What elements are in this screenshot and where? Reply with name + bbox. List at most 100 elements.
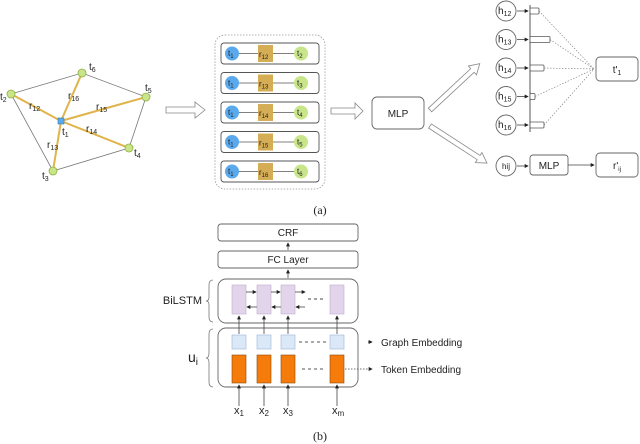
attention-weight-bar bbox=[529, 93, 536, 100]
graph-embedding-label: Graph Embedding bbox=[381, 338, 462, 349]
relation-label: r16 bbox=[259, 168, 269, 179]
hidden-state-label: h13 bbox=[498, 35, 511, 47]
hij-label: hij bbox=[502, 162, 510, 171]
hidden-state-node bbox=[495, 57, 517, 79]
token-embedding-cell bbox=[256, 354, 272, 384]
bilstm-cells bbox=[231, 284, 345, 315]
bilstm-cell bbox=[256, 284, 272, 315]
relation-edges bbox=[10, 72, 147, 172]
tail-entity-label: t3 bbox=[297, 79, 303, 90]
graph-embedding-cell bbox=[256, 334, 272, 350]
bilstm-cell bbox=[231, 284, 247, 315]
label-r12: r12 bbox=[29, 101, 40, 113]
relation-label: r15 bbox=[259, 139, 269, 150]
tail-entity-node bbox=[294, 76, 308, 90]
head-entity-node bbox=[225, 105, 239, 120]
bilstm-label: BiLSTM bbox=[163, 295, 202, 307]
output-rel-label: r'ij bbox=[613, 161, 621, 173]
embedding-cells bbox=[231, 315, 345, 384]
edge-r16 bbox=[60, 72, 83, 122]
hidden-state-node bbox=[495, 86, 517, 107]
graph-embedding-cell bbox=[280, 334, 296, 350]
fc-layer-label: FC Layer bbox=[267, 255, 309, 266]
label-r16: r16 bbox=[68, 91, 79, 103]
relation-label: r13 bbox=[259, 80, 269, 91]
tail-entity-node bbox=[294, 105, 308, 120]
head-entity-node bbox=[225, 135, 239, 149]
token-embedding-cell bbox=[280, 354, 296, 384]
head-entity-node bbox=[225, 76, 239, 90]
node-t4 bbox=[124, 143, 134, 153]
hij-node bbox=[495, 155, 517, 177]
caption-b: (b) bbox=[313, 429, 327, 443]
node-t5 bbox=[141, 92, 151, 102]
hidden-state-node bbox=[495, 114, 517, 136]
hidden-state-label: h15 bbox=[498, 92, 511, 104]
hidden-state-row: h15 bbox=[495, 68, 595, 107]
head-entity-label: t1 bbox=[228, 49, 234, 60]
label-r15: r15 bbox=[96, 102, 107, 114]
token-embedding-label: Token Embedding bbox=[381, 365, 461, 376]
tail-entity-node bbox=[294, 164, 308, 179]
label-t2: t2 bbox=[0, 92, 7, 104]
label-t1: t1 bbox=[62, 127, 69, 139]
relation-box bbox=[258, 104, 273, 121]
label-t6: t6 bbox=[89, 62, 96, 74]
relation-box bbox=[258, 163, 273, 180]
token-embedding-cell bbox=[329, 354, 345, 384]
mlp2-label: MLP bbox=[539, 161, 560, 172]
tail-entity-label: t5 bbox=[297, 138, 303, 149]
input-token-label: x2 bbox=[259, 405, 270, 418]
bilstm-brace bbox=[205, 279, 214, 323]
label-t5: t5 bbox=[145, 83, 152, 95]
graph-embedding-cell bbox=[329, 334, 345, 350]
attention-weight-bar bbox=[529, 36, 551, 43]
label-r14: r14 bbox=[86, 124, 97, 136]
bilstm-cell bbox=[329, 284, 345, 315]
tail-entity-label: t4 bbox=[297, 108, 303, 119]
tail-entity-label: t6 bbox=[297, 167, 303, 178]
head-entity-label: t1 bbox=[228, 108, 234, 119]
hidden-state-row: h16 bbox=[495, 68, 595, 136]
attention-weight-bar bbox=[529, 121, 545, 129]
input-token-label: xm bbox=[332, 405, 345, 418]
fc-layer-box bbox=[217, 250, 359, 269]
caption-a: (a) bbox=[313, 203, 326, 217]
hidden-state-label: h16 bbox=[498, 120, 511, 132]
hidden-state-row: h14 bbox=[495, 57, 595, 79]
head-entity-label: t1 bbox=[228, 138, 234, 149]
hidden-state-node bbox=[495, 29, 517, 50]
triple-row: t1 r16 t6 bbox=[220, 160, 320, 183]
ui-label: ui bbox=[188, 349, 198, 368]
ui-brace bbox=[205, 328, 214, 388]
bilstm-cell bbox=[280, 284, 296, 315]
tail-entity-label: t2 bbox=[297, 49, 303, 60]
hidden-state-row: h12 bbox=[495, 0, 595, 70]
attention-weight-bar bbox=[529, 7, 540, 15]
edge-r15 bbox=[60, 96, 147, 122]
attention-link bbox=[543, 67, 595, 70]
head-entity-label: t1 bbox=[228, 79, 234, 90]
crf-label: CRF bbox=[278, 228, 299, 239]
label-t3: t3 bbox=[42, 171, 49, 183]
label-t4: t4 bbox=[134, 148, 141, 160]
hidden-states: h12 h13 h14 h15 h16 bbox=[495, 0, 595, 136]
triple-row: t1 r12 t2 bbox=[220, 42, 320, 65]
relation-label: r12 bbox=[259, 50, 269, 61]
head-entity-node bbox=[225, 46, 239, 61]
attention-link bbox=[543, 68, 595, 126]
edge-r14 bbox=[60, 120, 130, 149]
output-rel-box bbox=[595, 152, 639, 178]
hollow-arrow-1 bbox=[165, 101, 206, 119]
input-token-label: x3 bbox=[283, 405, 294, 418]
head-entity-label: t1 bbox=[228, 167, 234, 178]
node-t2 bbox=[6, 89, 16, 99]
relation-box bbox=[258, 45, 273, 62]
triples-container bbox=[214, 34, 326, 190]
hollow-arrow-2 bbox=[330, 102, 364, 120]
hidden-state-label: h12 bbox=[498, 6, 511, 18]
mlp-box bbox=[371, 96, 425, 130]
attention-weight-bar bbox=[529, 64, 545, 72]
